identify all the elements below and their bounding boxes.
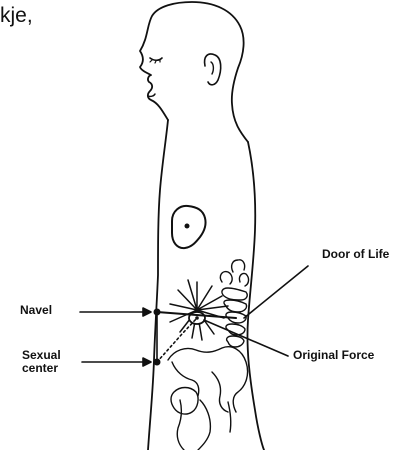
torso-front-outline <box>148 120 168 450</box>
pelvis <box>168 347 248 450</box>
label-sexual-center-line2: center <box>22 362 58 375</box>
sexual-center-dotted-link <box>157 318 197 362</box>
original-force-burst <box>170 280 228 340</box>
spine <box>220 260 248 347</box>
heart-center-dot <box>185 224 190 229</box>
head-outline <box>140 2 248 142</box>
label-navel: Navel <box>20 304 52 317</box>
torso-back-outline <box>247 142 264 450</box>
mouth <box>148 94 155 96</box>
label-original-force: Original Force <box>293 349 374 362</box>
sexual-center-arrow <box>82 358 151 366</box>
door-of-life-pointer <box>244 266 308 318</box>
navel-arrow <box>80 308 151 316</box>
label-door-of-life: Door of Life <box>322 248 389 261</box>
